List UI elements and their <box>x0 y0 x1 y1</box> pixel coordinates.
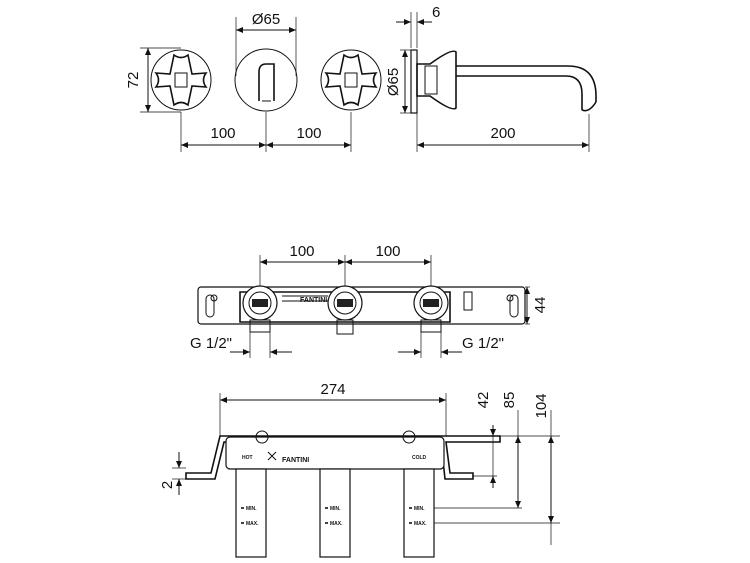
depth-104-label: 104 <box>533 393 550 418</box>
min-left-label: MIN. <box>246 506 257 512</box>
top-valve-center <box>327 285 363 335</box>
front-height-label: 72 <box>125 72 142 89</box>
left-cross-handle <box>150 49 212 111</box>
top-thread-right-label: G 1/2" <box>462 335 504 352</box>
front-brand-text: FANTINI <box>282 457 309 464</box>
top-height-label: 44 <box>532 297 549 314</box>
side-view: 6 Ø65 200 <box>385 4 597 152</box>
top-brand-text: FANTINI <box>300 297 327 304</box>
rough-in-front-view: HOT COLD FANTINI MIN. MAX. MIN. MAX. MIN… <box>159 381 560 558</box>
width-label: 274 <box>320 381 345 398</box>
cylinder-right: MIN. MAX. <box>403 468 435 558</box>
front-view: Ø65 72 100 100 <box>125 11 382 152</box>
top-spacing-left-label: 100 <box>289 243 314 260</box>
right-cross-handle <box>320 49 382 111</box>
cylinder-center: MIN. MAX. <box>319 468 351 558</box>
max-left-label: MAX. <box>246 521 259 527</box>
top-spacing-right-label: 100 <box>375 243 400 260</box>
min-right-label: MIN. <box>414 506 425 512</box>
top-valve-left <box>242 285 278 333</box>
front-diameter-label: Ø65 <box>252 11 280 28</box>
cylinder-left: MIN. MAX. <box>235 468 267 558</box>
top-thread-left-label: G 1/2" <box>190 335 232 352</box>
side-depth-label: 6 <box>432 4 440 21</box>
cold-label: COLD <box>412 455 427 461</box>
front-spacing-right-label: 100 <box>296 125 321 142</box>
max-center-label: MAX. <box>330 521 343 527</box>
max-right-label: MAX. <box>414 521 427 527</box>
front-spacing-left-label: 100 <box>210 125 235 142</box>
side-diameter-label: Ø65 <box>385 68 402 96</box>
rough-in-top-view: FANTINI 100 100 4 <box>190 243 549 358</box>
depth-42-label: 42 <box>475 392 492 409</box>
min-center-label: MIN. <box>330 506 341 512</box>
offset-label: 2 <box>159 481 176 489</box>
hot-label: HOT <box>242 455 253 461</box>
side-projection-label: 200 <box>490 125 515 142</box>
spout-rosette <box>234 48 298 112</box>
depth-85-label: 85 <box>501 392 518 409</box>
top-valve-right <box>413 285 449 333</box>
